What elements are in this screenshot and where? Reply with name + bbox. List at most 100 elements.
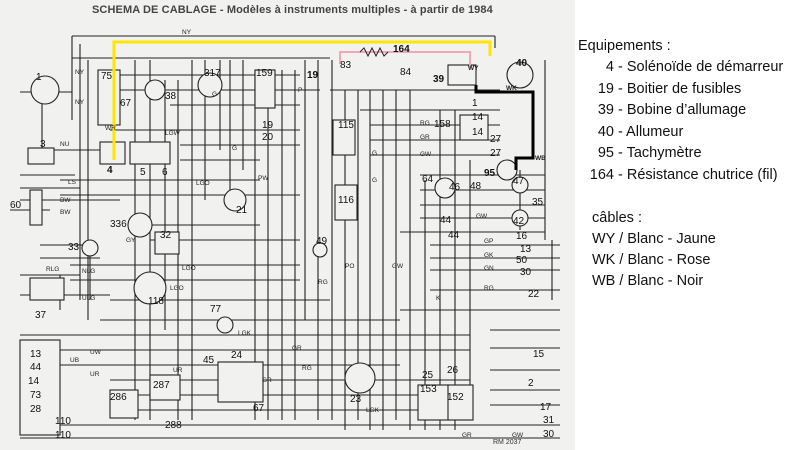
svg-text:NY: NY (75, 69, 85, 76)
svg-text:RG: RG (420, 120, 430, 127)
component-152 (447, 384, 474, 421)
svg-text:GP: GP (484, 238, 493, 245)
svg-text:LGK: LGK (366, 407, 380, 414)
svg-text:5: 5 (140, 167, 146, 178)
svg-text:LGW: LGW (165, 130, 181, 137)
svg-text:14: 14 (28, 376, 40, 387)
component-317 (197, 72, 223, 98)
equipment-item: 95- Tachymètre (578, 143, 800, 165)
svg-text:47: 47 (513, 176, 525, 187)
svg-text:14: 14 (472, 127, 484, 138)
component-116 (334, 184, 358, 221)
svg-text:1: 1 (36, 72, 42, 83)
svg-text:UR: UR (90, 371, 100, 378)
component-32 (154, 231, 180, 255)
svg-text:GR: GR (292, 345, 302, 352)
component-23 (344, 362, 376, 394)
cable-code: WB (592, 273, 616, 289)
svg-text:116: 116 (338, 195, 354, 206)
svg-text:ULG: ULG (82, 295, 95, 302)
svg-text:15: 15 (533, 349, 545, 360)
component-153 (417, 384, 451, 421)
cable-code: WK (592, 252, 616, 268)
svg-text:PW: PW (258, 175, 269, 182)
component-labels: 1 3 4 5 6 75 67 38 317 159 19 20 21 19 8… (10, 44, 555, 441)
wb-cable (474, 85, 535, 170)
svg-text:115: 115 (338, 120, 354, 131)
svg-text:19: 19 (307, 70, 319, 81)
svg-text:WR: WR (105, 125, 116, 132)
svg-text:30: 30 (520, 267, 532, 278)
svg-text:118: 118 (148, 296, 164, 307)
wy-cable (112, 40, 492, 160)
component-77 (216, 316, 234, 334)
svg-text:75: 75 (101, 71, 113, 82)
wiring-diagram: 1 3 4 5 6 75 67 38 317 159 19 20 21 19 8… (0, 0, 575, 450)
svg-text:287: 287 (153, 380, 170, 391)
svg-text:NU: NU (60, 141, 70, 148)
svg-text:45: 45 (203, 355, 215, 366)
svg-text:G: G (212, 91, 217, 98)
svg-text:38: 38 (165, 91, 177, 102)
svg-text:G: G (372, 150, 377, 157)
svg-text:13: 13 (30, 349, 42, 360)
svg-text:77: 77 (210, 304, 222, 315)
svg-text:44: 44 (30, 362, 42, 373)
svg-text:NY: NY (75, 99, 85, 106)
equipment-num: 164 (589, 166, 614, 183)
svg-text:317: 317 (204, 68, 221, 79)
cable-item: WB / Blanc - Noir (592, 271, 800, 292)
svg-text:83: 83 (340, 60, 352, 71)
equipment-item: 4- Solénoïde de démarreur (578, 57, 800, 79)
svg-text:27: 27 (490, 134, 502, 145)
component-39 (447, 64, 477, 86)
svg-text:GY: GY (126, 237, 136, 244)
component-33 (81, 239, 99, 257)
component-287 (149, 374, 181, 401)
svg-text:G: G (372, 177, 377, 184)
component-49 (312, 242, 328, 258)
component-46 (434, 177, 456, 199)
svg-text:GW: GW (476, 213, 488, 220)
svg-text:GR: GR (420, 134, 430, 141)
svg-text:44: 44 (440, 215, 452, 226)
svg-text:17: 17 (540, 402, 552, 413)
wire-harness (10, 35, 560, 439)
svg-text:13: 13 (520, 244, 532, 255)
svg-text:WY: WY (468, 65, 479, 72)
equipment-num: 39 (597, 102, 614, 118)
component-158 (459, 114, 489, 141)
svg-text:152: 152 (447, 392, 464, 403)
component-45 (217, 361, 264, 403)
equipment-num: 40 (597, 123, 614, 140)
wk-cable (339, 51, 471, 68)
svg-text:84: 84 (400, 67, 412, 78)
cable-item: WK / Blanc - Rose (592, 250, 800, 271)
svg-text:20: 20 (262, 132, 274, 143)
svg-text:1: 1 (472, 98, 478, 109)
cable-item: WY / Blanc - Jaune (592, 229, 800, 250)
equipment-item: 19- Boitier de fusibles (578, 79, 800, 101)
svg-text:K: K (436, 295, 441, 302)
svg-text:40: 40 (516, 58, 528, 69)
svg-text:67: 67 (120, 98, 132, 109)
component-115 (332, 119, 356, 156)
component-38 (144, 79, 166, 101)
svg-text:336: 336 (110, 219, 127, 230)
svg-text:WB: WB (535, 155, 546, 162)
svg-text:23: 23 (350, 394, 362, 405)
component-3 (27, 147, 55, 165)
svg-text:39: 39 (433, 74, 445, 85)
component-21 (223, 188, 247, 212)
svg-text:30: 30 (543, 429, 555, 440)
svg-text:25: 25 (422, 370, 434, 381)
svg-text:LGK: LGK (238, 330, 252, 337)
equipment-num: 95 (597, 145, 614, 161)
equipment-item: 39- Bobine d’allumage (578, 100, 800, 122)
svg-text:WK: WK (506, 85, 517, 92)
equipment-text: - Résistance chutrice (fil) (618, 166, 778, 183)
component-47 (511, 176, 529, 194)
svg-text:NY: NY (182, 29, 192, 36)
svg-text:2: 2 (528, 378, 534, 389)
svg-text:42: 42 (513, 216, 525, 227)
